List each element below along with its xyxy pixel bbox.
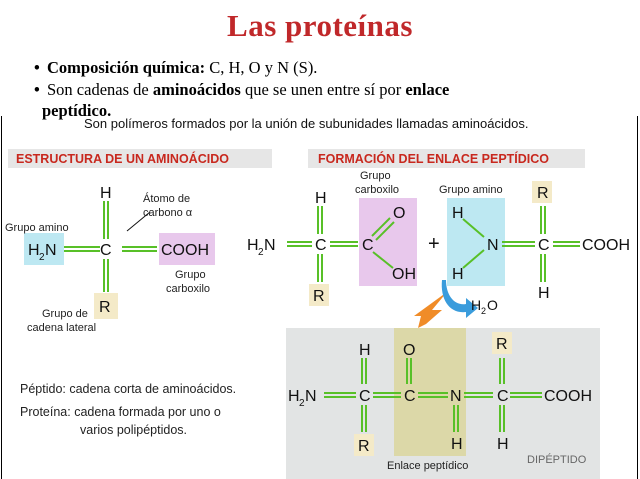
product-atom-h-2: H [451,436,463,453]
right-heading: FORMACIÓN DEL ENLACE PEPTÍDICO [318,151,549,166]
reactant2-side-chain-box [532,181,552,203]
product-atom-r-2: R [496,336,508,353]
product-amine-n: N [305,388,317,405]
atom-h: H [100,185,112,202]
left-bonds [64,201,157,292]
reactant1-carboxyl-o: O [393,205,405,222]
definition-bold-peptidico: peptídico. [42,101,112,120]
left-heading: ESTRUCTURA DE UN AMINOÁCIDO [16,151,229,166]
water-o: O [487,297,498,313]
alpha-carbon-label-2: carbono α [143,207,193,219]
carboxyl-group-box [159,233,215,265]
figure-border-right [637,116,638,479]
peptide-definition: Péptido: cadena corta de aminoácidos. [20,382,236,396]
reactant-amino-label: Grupo amino [439,184,503,196]
orange-reaction-arrow [414,292,447,328]
plus-sign: + [428,233,440,255]
product-atom-c-2: C [404,388,416,405]
reactant-amino-box [447,198,505,286]
reactant1-atom-r: R [313,288,325,305]
definition-bold-enlace: enlace [405,80,450,99]
product-bonds [324,358,542,432]
atom-c-alpha: C [100,242,112,259]
product-cooh: COOH [544,388,592,405]
product-atom-r-1: R [358,438,370,455]
reactant-carboxyl-label-2: carboxilo [355,184,399,196]
product-atom-o: O [403,342,415,359]
reactant2-amine-h-top: H [452,205,464,222]
side-chain-label-2: cadena lateral [27,322,96,334]
amine-n: N [45,242,57,259]
definition-text-1: Son cadenas de [47,80,153,99]
page-title: Las proteínas [227,8,413,43]
reactant-bonds [287,206,580,282]
peptide-bond-label: Enlace peptídico [387,460,468,472]
amino-group-box [24,233,64,265]
reactant2-cooh: COOH [582,237,630,254]
carboxyl-label-1: Grupo [175,269,206,281]
alpha-carbon-label-1: Átomo de [143,192,190,205]
bullet-composition: • Composición química: C, H, O y N (S). [34,58,317,78]
figure-intro: Son polímeros formados por la unión de s… [84,116,528,131]
carboxyl-label-2: carboxilo [166,283,210,295]
composition-text: C, H, O y N (S). [205,58,318,77]
protein-definition-1: Proteína: cadena formada por uno o [20,405,221,419]
product-atom-c-3: C [497,388,509,405]
product-side-chain-box-2 [492,332,512,354]
product-atom-c-1: C [359,388,371,405]
amine-h: H [28,242,40,259]
blue-water-arrow [441,280,478,318]
reactant1-amine-h: H [247,237,259,254]
reactant1-amine-sub: 2 [258,247,264,258]
amine-subscript: 2 [39,252,45,263]
figure-border-left [1,116,2,479]
bullet-definition: • Son cadenas de aminoácidos que se unen … [34,80,449,100]
reactant1-amine-n: N [264,237,276,254]
dipeptide-label: DIPÉPTIDO [527,453,587,466]
cooh-text: COOH [161,242,209,259]
side-chain-label-1: Grupo de [42,308,88,320]
product-amine-sub: 2 [299,398,305,409]
reactant1-atom-h: H [315,190,327,207]
product-atom-h-1: H [359,342,371,359]
product-atom-n: N [450,388,462,405]
alpha-carbon-pointer [126,211,151,232]
atom-r: R [99,299,111,316]
reactant2-atom-c: C [538,237,550,254]
water-sub: 2 [481,306,486,316]
protein-figure: Son polímeros formados por la unión de s… [5,116,630,479]
reactant1-carboxyl-oh: OH [392,266,416,283]
product-side-chain-box-1 [354,434,374,456]
composition-label: Composición química: [47,58,206,77]
reactant2-atom-r: R [537,185,549,202]
protein-definition-2: varios polipéptidos. [80,423,187,437]
bullet-dot: • [34,58,40,77]
reactant1-carboxyl-c: C [362,237,374,254]
product-amine-h: H [288,388,300,405]
amino-group-label: Grupo amino [5,222,69,234]
reactant1-side-chain-box [309,284,329,306]
bullet-dot: • [34,80,40,99]
right-heading-bg [308,149,585,168]
reactant2-amine-n: N [487,237,499,254]
reactant2-amine-h-bottom: H [452,266,464,283]
product-atom-h-3: H [497,436,509,453]
reactant1-atom-c: C [315,237,327,254]
definition-text-2: que se unen entre sí por [240,80,406,99]
reactant-carboxyl-box [359,198,417,286]
water-h: H [471,297,481,313]
side-chain-box [94,293,118,319]
left-heading-bg [8,149,272,168]
reactant2-atom-h: H [538,285,550,302]
reactant-carboxyl-label-1: Grupo [360,170,391,182]
definition-bold-aminoacids: aminoácidos [152,80,241,99]
